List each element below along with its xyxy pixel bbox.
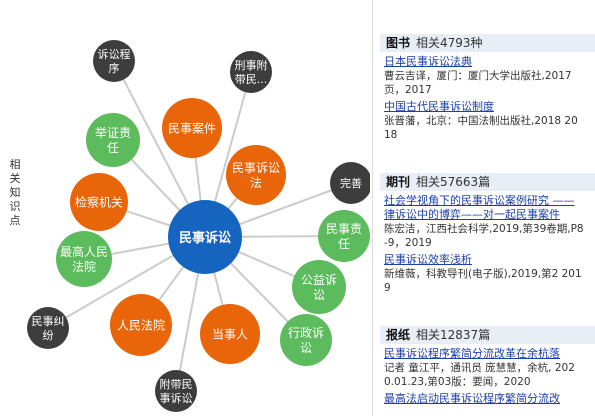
result-meta: 曹云吉译，厦门：厦门大学出版社,2017页，2017 [384, 70, 572, 96]
graph-node-civil-case[interactable]: 民事案件 [162, 98, 222, 158]
graph-node-label: 带民... [235, 73, 268, 86]
graph-node-label: 民事案件 [168, 120, 216, 135]
graph-node-circle[interactable] [292, 260, 346, 314]
result-title-link[interactable]: 民事诉讼程序繁简分流改革在余杭落 [384, 347, 560, 360]
section-name: 图书 [386, 36, 411, 50]
graph-node-peoples-court[interactable]: 人民法院 [110, 294, 172, 356]
knowledge-graph: 诉讼程序民事案件刑事附带民...举证责任民事诉讼法完善检察机关民事责任最高人民法… [27, 40, 370, 412]
graph-node-label: 任 [107, 141, 119, 155]
graph-node-label: 事诉讼 [160, 392, 193, 405]
result-title-link[interactable]: 民事诉讼效率浅析 [384, 253, 472, 266]
graph-node-label: 检察机关 [75, 194, 123, 209]
graph-node-label: 当事人 [212, 327, 248, 341]
section-header: 图书相关4793种 [380, 34, 595, 52]
graph-node-label: 民事责 [326, 222, 362, 236]
graph-node-label: 讼 [300, 341, 312, 355]
graph-node-circle[interactable] [27, 307, 69, 349]
graph-node-circle[interactable] [70, 173, 128, 231]
graph-node-label: 民事诉讼 [232, 161, 280, 175]
graph-node-circle[interactable] [86, 113, 140, 167]
result-item: 社会学视角下的民事诉讼案例研究 —— 律诉讼中的博弈——对一起民事案件 陈宏洁，… [380, 194, 584, 250]
graph-node-label: 法 [250, 176, 262, 190]
graph-node-party[interactable]: 当事人 [200, 304, 260, 364]
graph-node-circle[interactable] [93, 40, 135, 82]
section-journals: 期刊相关57663篇 社会学视角下的民事诉讼案例研究 —— 律诉讼中的博弈——对… [380, 173, 595, 295]
section-name: 期刊 [386, 175, 411, 189]
graph-node-label: 举证责 [95, 126, 131, 140]
section-name: 报纸 [386, 328, 411, 342]
graph-node-civil-procedure-law[interactable]: 民事诉讼法 [226, 145, 286, 205]
graph-node-label: 民事纠 [32, 315, 65, 328]
graph-center-label: 民事诉讼 [179, 230, 231, 246]
graph-node-label: 刑事附 [235, 58, 268, 72]
result-item: 中国古代民事诉讼制度 张晋藩，北京：中国法制出版社,2018 2018 [380, 100, 584, 142]
graph-node-litigation-procedure[interactable]: 诉讼程序 [93, 40, 135, 82]
result-item: 民事诉讼效率浅析 新维薇，科教导刊(电子版),2019,第2 2019 [380, 253, 584, 295]
graph-node-circle[interactable] [200, 304, 260, 364]
results-panel: 图书相关4793种 日本民事诉讼法典 曹云吉译，厦门：厦门大学出版社,2017页… [380, 0, 595, 416]
graph-node-label: 人民法院 [117, 318, 165, 332]
graph-node-label: 序 [109, 61, 120, 75]
knowledge-graph-panel: 相 关 知 识 点 诉讼程序民事案件刑事附带民...举证责任民事诉讼法完善检察机… [9, 40, 370, 412]
section-header: 期刊相关57663篇 [380, 173, 595, 191]
graph-node-label: 最高人民 [60, 244, 108, 259]
graph-node-label: 公益诉 [301, 273, 337, 287]
panel-divider [372, 0, 373, 416]
graph-node-procuratorate[interactable]: 检察机关 [70, 173, 128, 231]
section-count: 相关57663篇 [416, 175, 491, 189]
result-item: 民事诉讼程序繁简分流改革在余杭落 记者 童江平，通讯员 庞慧慧，余杭, 2020… [380, 347, 584, 389]
section-books: 图书相关4793种 日本民事诉讼法典 曹云吉译，厦门：厦门大学出版社,2017页… [380, 34, 595, 142]
result-title-link[interactable]: 中国古代民事诉讼制度 [384, 100, 494, 113]
graph-node-circle[interactable] [230, 51, 272, 93]
graph-center-node[interactable]: 民事诉讼 [168, 200, 242, 274]
result-meta: 新维薇，科教导刊(电子版),2019,第2 2019 [384, 268, 582, 294]
graph-node-circle[interactable] [162, 98, 222, 158]
result-item: 最高法启动民事诉讼程序繁简分流改 [380, 392, 584, 406]
result-title-link[interactable]: 社会学视角下的民事诉讼案例研究 —— 律诉讼中的博弈——对一起民事案件 [384, 194, 575, 221]
graph-center-circle[interactable] [168, 200, 242, 274]
section-count: 相关4793种 [416, 36, 483, 50]
section-count: 相关12837篇 [416, 328, 491, 342]
graph-node-label: 法院 [72, 260, 96, 274]
result-meta: 记者 童江平，通讯员 庞慧慧，余杭, 2020.01.23,第03版：要闻，20… [384, 362, 575, 388]
graph-node-circle[interactable] [318, 210, 370, 262]
graph-node-circle[interactable] [280, 314, 332, 366]
graph-node-circle[interactable] [226, 145, 286, 205]
graph-node-label: 讼 [313, 288, 325, 302]
graph-node-label: 任 [338, 237, 350, 251]
graph-node-label: 完善 [340, 176, 362, 190]
section-newspapers: 报纸相关12837篇 民事诉讼程序繁简分流改革在余杭落 记者 童江平，通讯员 庞… [380, 326, 595, 406]
section-header: 报纸相关12837篇 [380, 326, 595, 344]
graph-node-circle[interactable] [110, 294, 172, 356]
result-title-link[interactable]: 日本民事诉讼法典 [384, 55, 472, 68]
graph-node-label: 诉讼程 [98, 48, 131, 61]
result-title-link[interactable]: 最高法启动民事诉讼程序繁简分流改 [384, 392, 560, 405]
result-meta: 张晋藩，北京：中国法制出版社,2018 2018 [384, 115, 578, 141]
result-meta: 陈宏洁，江西社会科学,2019,第39卷期,P8-9，2019 [384, 223, 584, 249]
graph-node-incidental-civil[interactable]: 刑事附带民... [230, 51, 272, 93]
graph-node-circle[interactable] [330, 162, 370, 204]
graph-node-circle[interactable] [155, 370, 197, 412]
related-knowledge-label: 相 关 知 识 点 [9, 158, 21, 227]
graph-node-label: 行政诉 [288, 326, 324, 340]
result-item: 日本民事诉讼法典 曹云吉译，厦门：厦门大学出版社,2017页，2017 [380, 55, 584, 97]
graph-node-label: 附带民 [160, 377, 193, 391]
graph-node-improve[interactable]: 完善 [330, 162, 370, 204]
graph-node-label: 纷 [43, 329, 54, 342]
graph-node-circle[interactable] [56, 231, 112, 287]
